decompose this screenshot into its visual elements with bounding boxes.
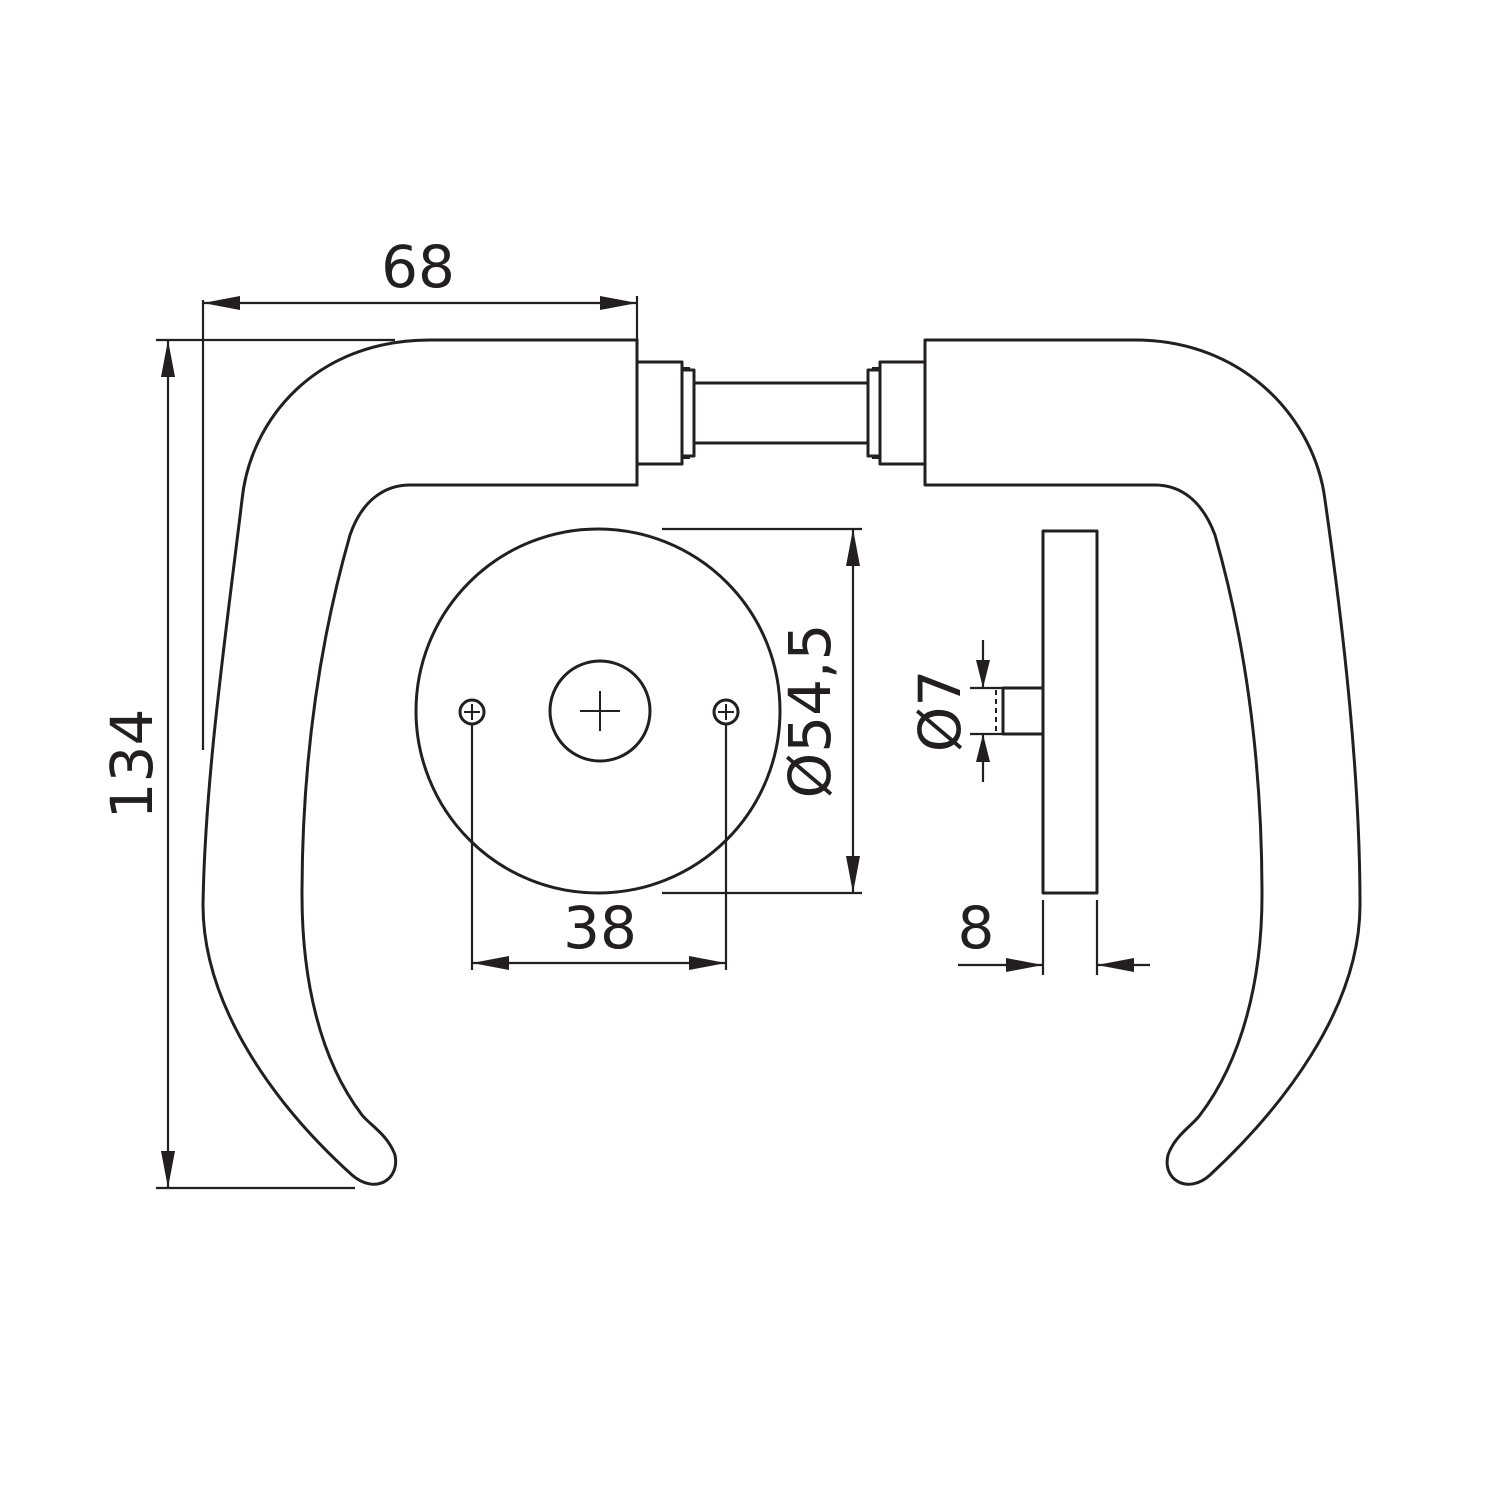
dimension-38: 38 <box>470 725 728 970</box>
dimension-rose-diameter-label: Ø54,5 <box>776 624 844 799</box>
dimension-rose-diameter: Ø54,5 <box>662 527 862 895</box>
spindle-bar <box>692 381 870 445</box>
rose-outline <box>414 527 782 895</box>
rose-front-view <box>414 527 782 895</box>
left-spindle-collar <box>635 360 696 466</box>
cylinder-hole <box>548 659 652 763</box>
right-lever-handle <box>923 338 1362 1186</box>
dimension-spindle-diameter-label: Ø7 <box>906 670 974 753</box>
dimension-spindle-diameter: Ø7 <box>906 640 1003 782</box>
dimension-38-label: 38 <box>563 894 637 962</box>
left-lever-outline <box>201 338 639 1186</box>
dimension-68: 68 <box>201 233 639 750</box>
dimension-8-label: 8 <box>958 894 995 962</box>
left-lever-handle <box>201 338 639 1186</box>
right-spindle-collar <box>866 360 927 466</box>
right-lever-outline <box>923 338 1362 1186</box>
rose-side-view <box>995 529 1099 895</box>
dimension-8: 8 <box>958 894 1150 975</box>
right-screw-hole <box>712 698 740 726</box>
dimension-134: 134 <box>98 338 395 1190</box>
left-screw-hole <box>458 698 486 726</box>
dimension-134-label: 134 <box>98 709 166 820</box>
dimension-68-label: 68 <box>381 233 455 301</box>
